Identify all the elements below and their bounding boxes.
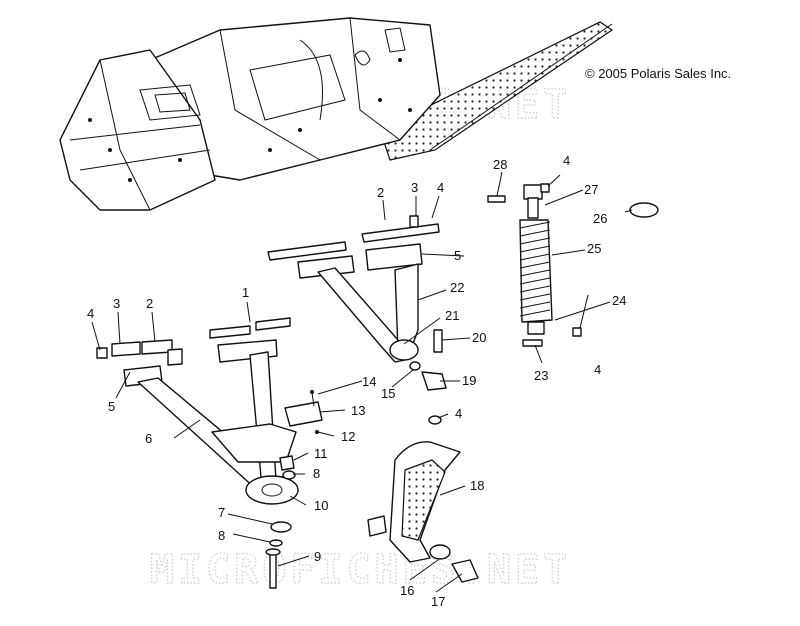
callout-4-lower: 4 (87, 306, 94, 321)
callout-20: 20 (472, 330, 486, 345)
chassis-frame (59, 17, 614, 211)
callout-23: 23 (534, 368, 548, 383)
callout-8-bottom: 8 (218, 528, 225, 543)
callout-4-spindle: 4 (455, 406, 462, 421)
callout-25: 25 (587, 241, 601, 256)
callout-21: 21 (445, 308, 459, 323)
callout-labels: 1 2 2 3 3 4 4 4 4 4 5 5 6 7 8 8 9 10 11 … (87, 153, 626, 609)
callout-4-shock-bottom: 4 (594, 362, 601, 377)
callout-19: 19 (462, 373, 476, 388)
copyright-notice: © 2005 Polaris Sales Inc. (585, 66, 731, 81)
callout-24: 24 (612, 293, 626, 308)
callout-14: 14 (362, 374, 376, 389)
callout-18: 18 (470, 478, 484, 493)
callout-9: 9 (314, 549, 321, 564)
callout-12: 12 (341, 429, 355, 444)
callout-11: 11 (314, 446, 328, 461)
callout-7: 7 (218, 505, 225, 520)
watermark-bottom: MICROFICHES.NET (150, 547, 571, 593)
callout-2-upper: 2 (377, 185, 384, 200)
shock-absorber (487, 183, 659, 347)
lower-arm-hardware (265, 390, 323, 589)
lower-a-arm-assembly (96, 317, 299, 505)
callout-6: 6 (145, 431, 152, 446)
callout-8-top: 8 (313, 466, 320, 481)
callout-28: 28 (493, 157, 507, 172)
callout-22: 22 (450, 280, 464, 295)
callout-16: 16 (400, 583, 414, 598)
callout-26: 26 (593, 211, 607, 226)
callout-3-lower: 3 (113, 296, 120, 311)
callout-3-upper: 3 (411, 180, 418, 195)
callout-27: 27 (584, 182, 598, 197)
callout-5-lower: 5 (108, 399, 115, 414)
callout-13: 13 (351, 403, 365, 418)
callout-5-upper: 5 (454, 248, 461, 263)
leader-lines (91, 171, 633, 593)
upper-a-arm-assembly (267, 215, 440, 363)
callout-4-upper: 4 (437, 180, 444, 195)
callout-17: 17 (431, 594, 445, 609)
spindle-hardware (409, 329, 447, 425)
callout-10: 10 (314, 498, 328, 513)
callout-4-shock-top: 4 (563, 153, 570, 168)
callout-2-lower: 2 (146, 296, 153, 311)
callout-1: 1 (242, 285, 249, 300)
callout-15: 15 (381, 386, 395, 401)
spindle (367, 441, 479, 583)
